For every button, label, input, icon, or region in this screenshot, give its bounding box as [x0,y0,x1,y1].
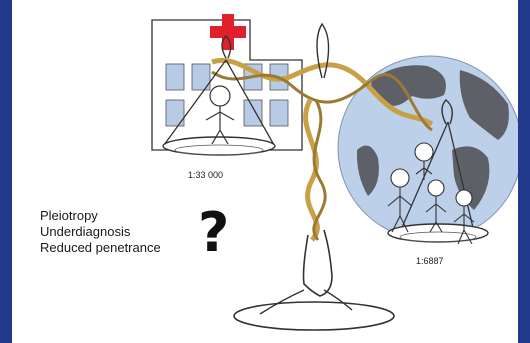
terms-list: Pleiotropy Underdiagnosis Reduced penetr… [40,208,161,256]
term-pleiotropy: Pleiotropy [40,208,161,224]
slide-canvas: 1:33 000 1:6887 Pleiotropy Underdiagnosi… [12,0,518,343]
balance-scale-icon [234,230,394,330]
right-pan-ratio-label: 1:6887 [416,256,444,266]
balance-scale-illustration [12,0,518,343]
stick-figure-icon [206,86,234,144]
left-pan-ratio-label: 1:33 000 [188,170,223,180]
question-mark: ? [198,206,229,260]
term-underdiagnosis: Underdiagnosis [40,224,161,240]
term-reduced-penetrance: Reduced penetrance [40,240,161,256]
